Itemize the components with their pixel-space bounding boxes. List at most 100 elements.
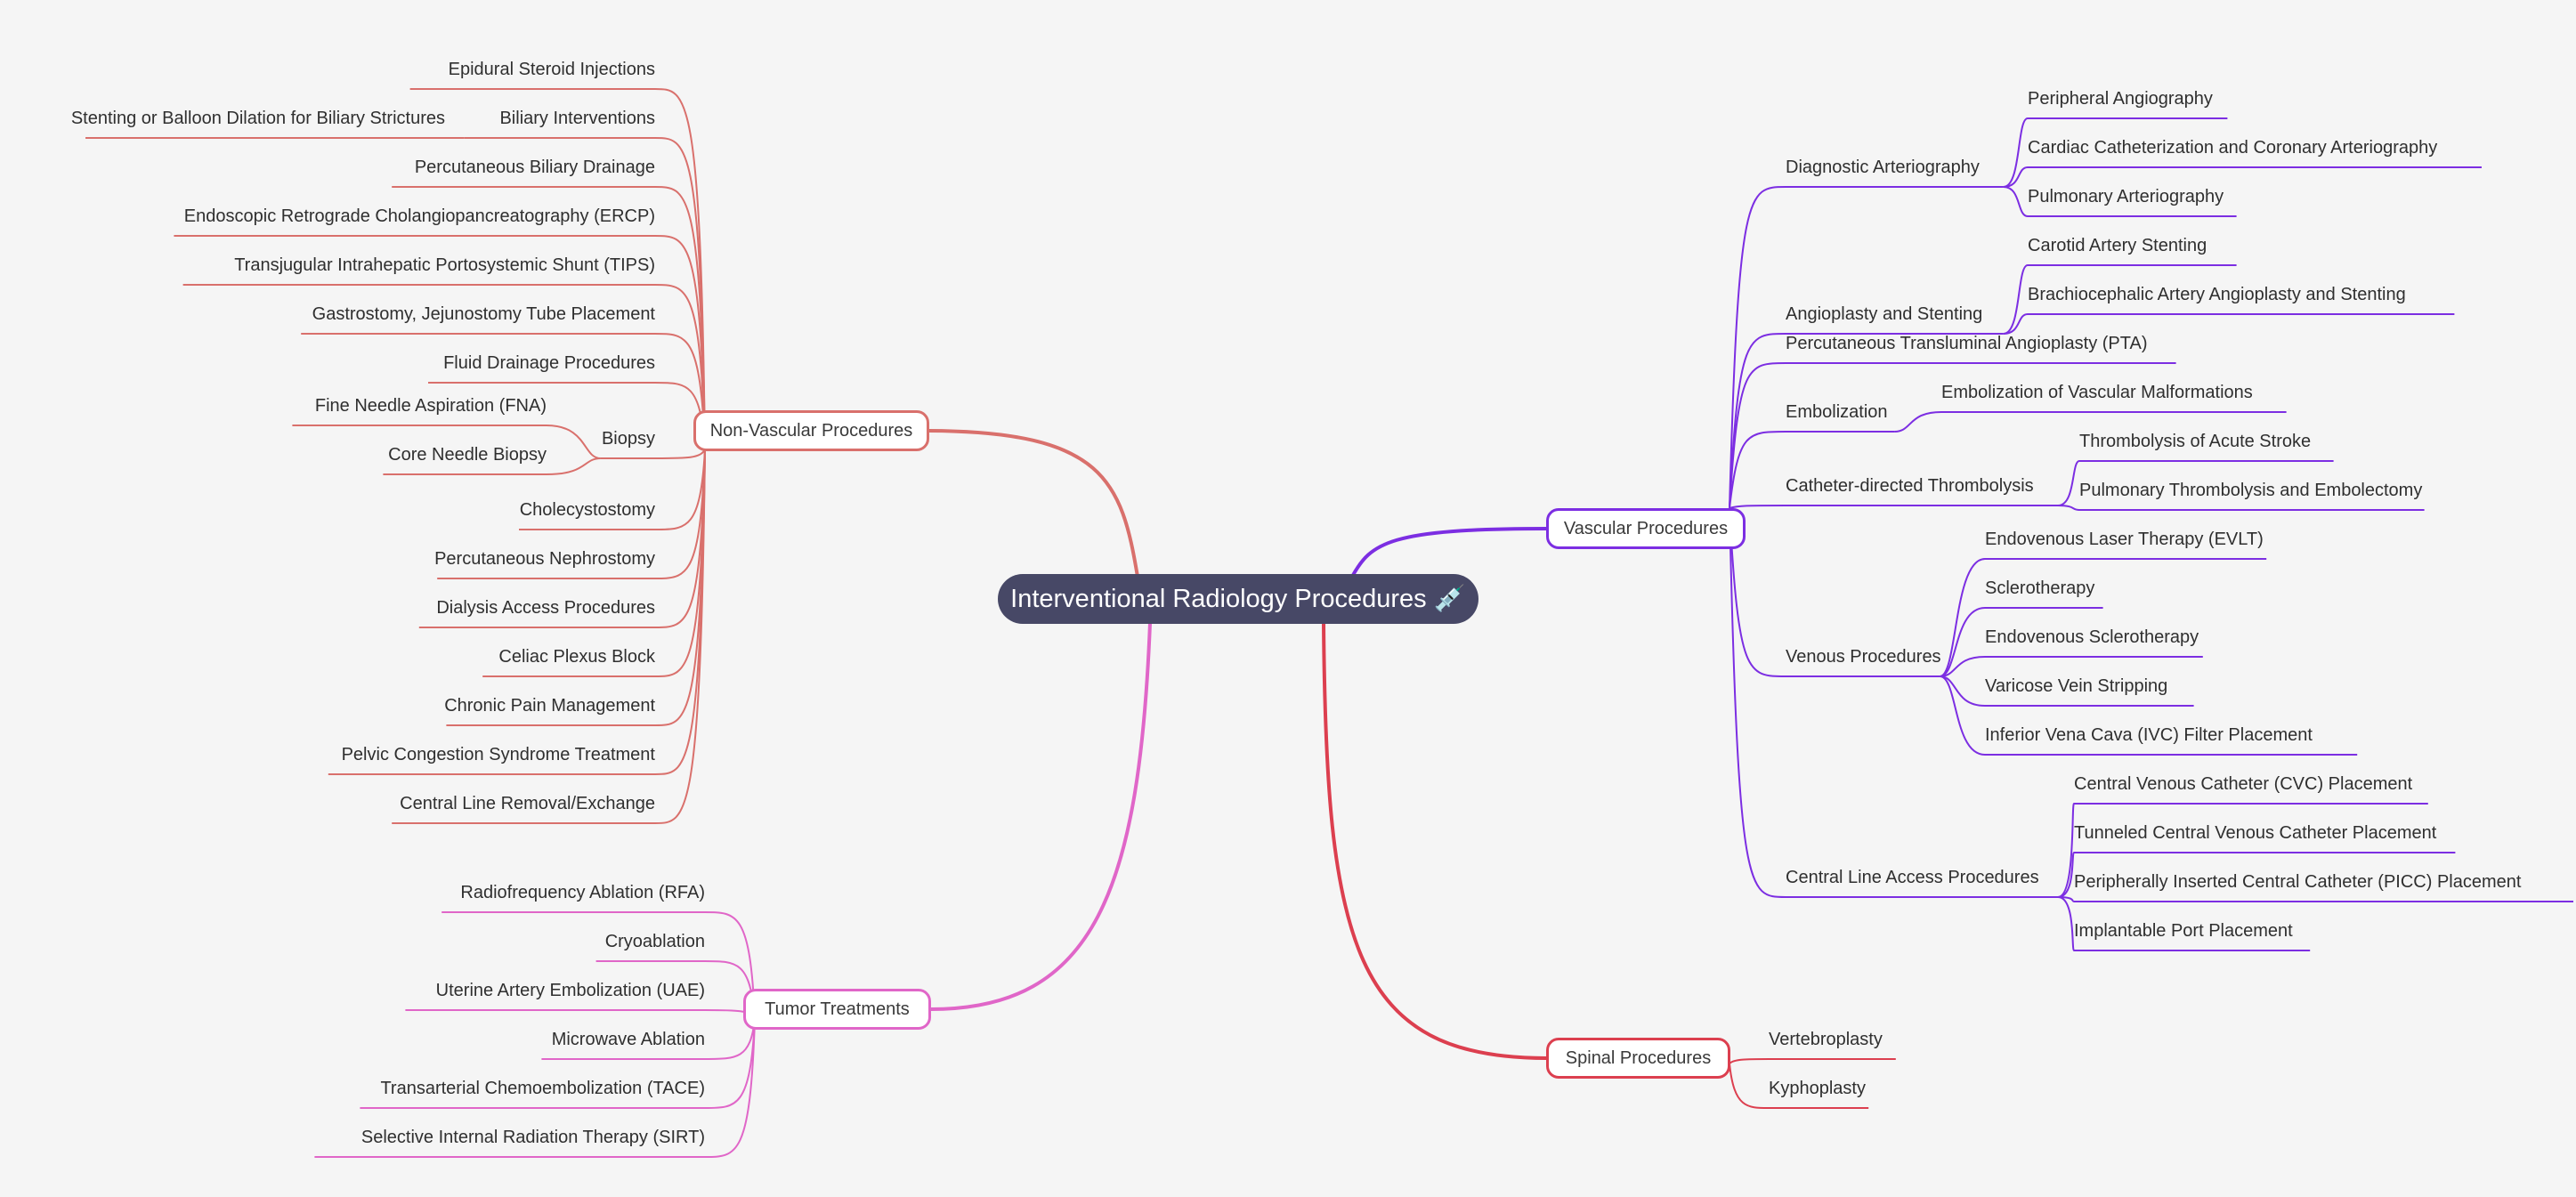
connector-line [405,1009,756,1020]
connector-line [2003,186,2237,217]
topic-central-venous-catheter-cvc-placement[interactable]: Central Venous Catheter (CVC) Placement [2074,774,2413,794]
topic-kyphoplasty[interactable]: Kyphoplasty [1769,1079,1866,1098]
connector-line [2057,803,2428,898]
topic-fine-needle-aspiration-fna[interactable]: Fine Needle Aspiration (FNA) [314,396,547,416]
connector-line [2057,896,2311,951]
topic-radiofrequency-ablation-rfa[interactable]: Radiofrequency Ablation (RFA) [460,883,705,902]
branch-spinal-procedures[interactable]: Spinal Procedures [1546,1038,1730,1079]
topic-epidural-steroid-injections[interactable]: Epidural Steroid Injections [448,60,655,79]
connector-line [2003,166,2482,188]
connector-line [446,449,706,726]
connector-line [1729,186,2004,509]
connector-line [1729,333,2004,509]
connector-line [1940,607,2103,677]
connector-line [930,622,1152,1011]
branch-non-vascular-procedures[interactable]: Non-Vascular Procedures [693,410,929,451]
connector-line [392,449,706,824]
topic-percutaneous-nephrostomy[interactable]: Percutaneous Nephrostomy [434,549,655,569]
topic-cardiac-catheterization-and-coronary-arteriography[interactable]: Cardiac Catheterization and Coronary Art… [2028,138,2438,158]
topic-stenting-or-balloon-dilation-for-biliary-strictures[interactable]: Stenting or Balloon Dilation for Biliary… [70,109,445,128]
connector-line [2057,896,2573,902]
topic-implantable-port-placement[interactable]: Implantable Port Placement [2074,921,2293,941]
topic-biopsy[interactable]: Biopsy [601,429,655,449]
topic-brachiocephalic-artery-angioplasty-and-stenting[interactable]: Brachiocephalic Artery Angioplasty and S… [2028,285,2406,304]
connector-line [1729,507,1940,677]
topic-transarterial-chemoembolization-tace[interactable]: Transarterial Chemoembolization (TACE) [380,1079,705,1098]
connector-line [928,429,1139,578]
topic-chronic-pain-management[interactable]: Chronic Pain Management [444,696,655,716]
connector-line [292,425,601,459]
connector-line [1940,675,2194,707]
topic-sclerotherapy[interactable]: Sclerotherapy [1985,578,2095,598]
topic-thrombolysis-of-acute-stroke[interactable]: Thrombolysis of Acute Stroke [2079,432,2312,451]
topic-endovenous-sclerotherapy[interactable]: Endovenous Sclerotherapy [1985,627,2199,647]
connector-line [519,449,706,530]
topic-percutaneous-biliary-drainage[interactable]: Percutaneous Biliary Drainage [414,158,655,177]
connector-line [441,911,756,1020]
topic-pelvic-congestion-syndrome-treatment[interactable]: Pelvic Congestion Syndrome Treatment [341,745,655,764]
topic-celiac-plexus-block[interactable]: Celiac Plexus Block [498,647,655,667]
topic-dialysis-access-procedures[interactable]: Dialysis Access Procedures [436,598,655,618]
topic-inferior-vena-cava-ivc-filter-placement[interactable]: Inferior Vena Cava (IVC) Filter Placemen… [1985,725,2313,745]
topic-diagnostic-arteriography[interactable]: Diagnostic Arteriography [1786,158,1980,177]
topic-central-line-removal-exchange[interactable]: Central Line Removal/Exchange [400,794,655,813]
connector-line [1729,362,2176,509]
topic-percutaneous-transluminal-angioplasty-pta[interactable]: Percutaneous Transluminal Angioplasty (P… [1786,334,2148,353]
connector-line [360,1018,756,1109]
topic-peripheral-angiography[interactable]: Peripheral Angiography [2028,89,2213,109]
connector-line [1940,675,2358,756]
connector-line [1729,431,1895,509]
root-node[interactable]: Interventional Radiology Procedures 💉 [998,574,1478,624]
connector-line [1729,505,2058,509]
topic-catheter-directed-thrombolysis[interactable]: Catheter-directed Thrombolysis [1786,476,2034,496]
topic-selective-internal-radiation-therapy-sirt[interactable]: Selective Internal Radiation Therapy (SI… [360,1128,705,1147]
topic-embolization[interactable]: Embolization [1786,402,1888,422]
branch-tumor-treatments[interactable]: Tumor Treatments [743,989,931,1030]
topic-pulmonary-arteriography[interactable]: Pulmonary Arteriography [2028,187,2224,206]
connector-line [541,1018,756,1060]
connector-line [1350,527,1547,578]
connector-line [1894,411,2287,433]
connector-line [314,1018,756,1158]
connector-line [2003,313,2455,335]
topic-uterine-artery-embolization-uae[interactable]: Uterine Artery Embolization (UAE) [435,981,705,1000]
connector-line [301,333,706,450]
connector-line [182,284,706,450]
topic-cryoablation[interactable]: Cryoablation [604,932,705,951]
connector-line [2057,505,2425,511]
topic-endoscopic-retrograde-cholangiopancreatography-ercp[interactable]: Endoscopic Retrograde Cholangiopancreato… [183,206,655,226]
topic-varicose-vein-stripping[interactable]: Varicose Vein Stripping [1985,676,2168,696]
topic-microwave-ablation[interactable]: Microwave Ablation [551,1030,705,1049]
connector-line [600,449,706,459]
topic-gastrostomy-jejunostomy-tube-placement[interactable]: Gastrostomy, Jejunostomy Tube Placement [312,304,655,324]
connector-line [174,235,706,450]
topic-carotid-artery-stenting[interactable]: Carotid Artery Stenting [2028,236,2207,255]
topic-pulmonary-thrombolysis-and-embolectomy[interactable]: Pulmonary Thrombolysis and Embolectomy [2079,481,2423,500]
connector-line [2057,460,2334,506]
topic-central-line-access-procedures[interactable]: Central Line Access Procedures [1786,868,2039,887]
topic-embolization-of-vascular-malformations[interactable]: Embolization of Vascular Malformations [1941,383,2253,402]
branch-vascular-procedures[interactable]: Vascular Procedures [1546,508,1746,549]
connector-line [2057,852,2456,898]
connector-line [1729,507,2058,898]
connector-line [2003,264,2237,335]
topic-tunneled-central-venous-catheter-placement[interactable]: Tunneled Central Venous Catheter Placeme… [2074,823,2437,843]
topic-peripherally-inserted-central-catheter-picc-placement[interactable]: Peripherally Inserted Central Catheter (… [2074,872,2522,892]
topic-biliary-interventions[interactable]: Biliary Interventions [499,109,655,128]
topic-angioplasty-and-stenting[interactable]: Angioplasty and Stenting [1786,304,1983,324]
topic-fluid-drainage-procedures[interactable]: Fluid Drainage Procedures [443,353,655,373]
connector-line [2003,117,2228,188]
topic-core-needle-biopsy[interactable]: Core Needle Biopsy [388,445,547,465]
topic-transjugular-intrahepatic-portosystemic-shunt-tips[interactable]: Transjugular Intrahepatic Portosystemic … [234,255,655,275]
connector-line [1940,558,2267,677]
topic-vertebroplasty[interactable]: Vertebroplasty [1769,1030,1883,1049]
connector-line [1322,622,1547,1060]
topic-endovenous-laser-therapy-evlt[interactable]: Endovenous Laser Therapy (EVLT) [1985,530,2264,549]
connector-line [1940,656,2203,677]
connector-line [1729,1063,1869,1109]
topic-venous-procedures[interactable]: Venous Procedures [1786,647,1941,667]
connector-line [1729,1058,1896,1064]
topic-cholecystostomy[interactable]: Cholecystostomy [519,500,655,520]
